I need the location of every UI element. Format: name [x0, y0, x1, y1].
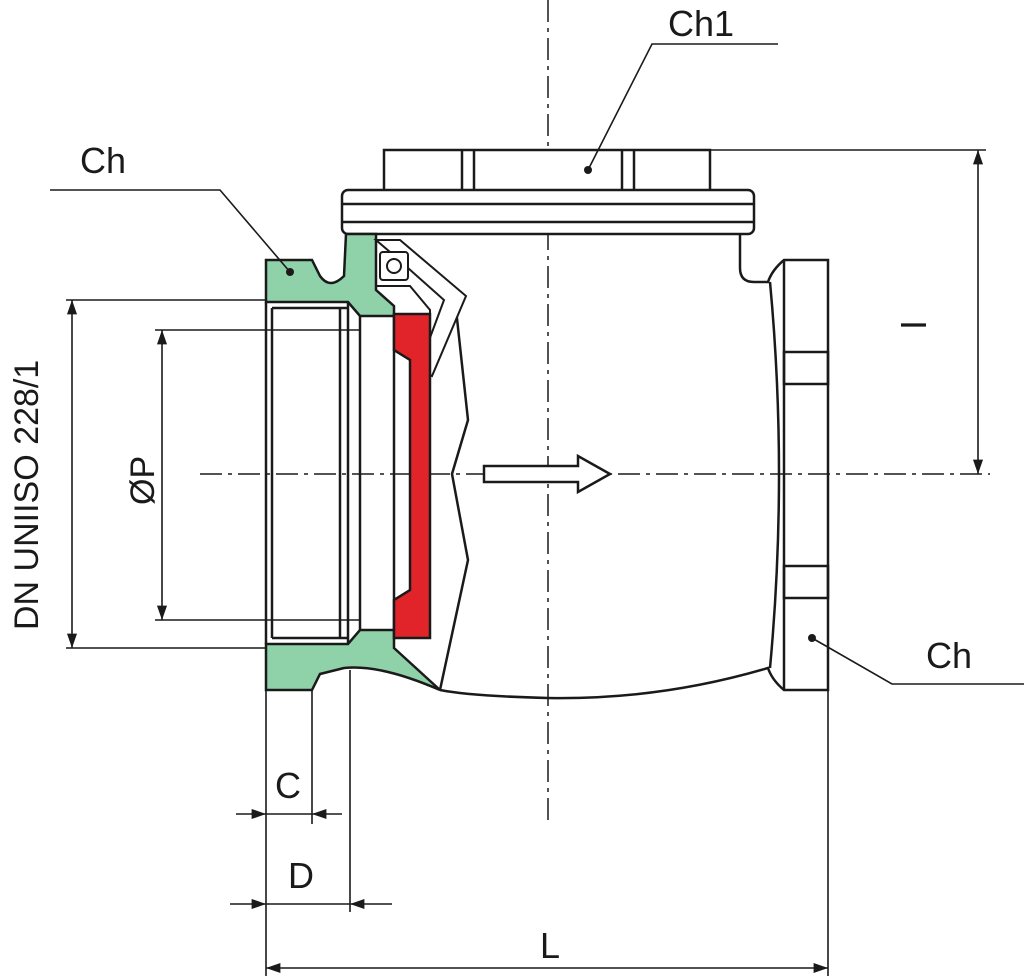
label-ch-top-left: Ch — [80, 140, 126, 181]
leader-lines — [50, 43, 1024, 685]
label-length-l: L — [540, 925, 560, 966]
label-dim-c: C — [275, 765, 301, 806]
label-ch1: Ch1 — [668, 3, 734, 44]
valve-body — [438, 234, 830, 700]
flow-direction-arrow — [482, 453, 613, 495]
body-section-left — [264, 232, 441, 692]
valve-cap — [340, 148, 756, 236]
label-ch-bottom-right: Ch — [926, 635, 972, 676]
dimension-lines — [66, 149, 986, 976]
label-dim-d: D — [288, 855, 314, 896]
threaded-bore — [264, 302, 396, 644]
check-disc — [392, 312, 432, 640]
label-bore-diameter: ØP — [124, 456, 162, 505]
label-dn-standard: DN UNIISO 228/1 — [8, 360, 46, 630]
leader-dots — [286, 166, 816, 642]
label-height-i: I — [893, 320, 934, 330]
